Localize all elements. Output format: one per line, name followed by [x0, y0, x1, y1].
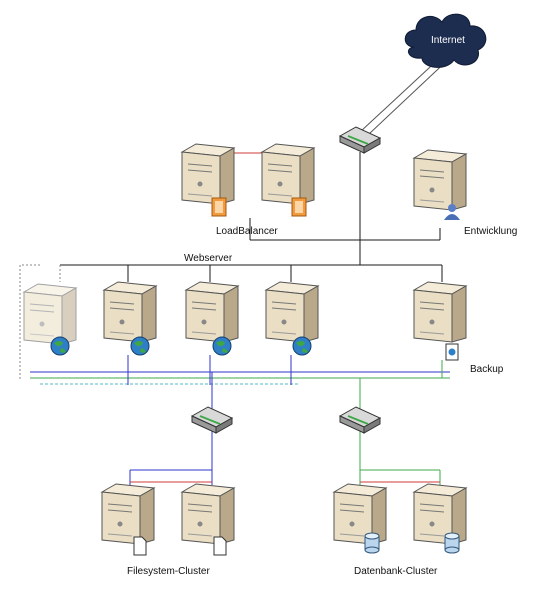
webserver-2-globe-icon — [212, 336, 232, 356]
filesystem-file-1-icon — [133, 536, 147, 556]
webserver-3-icon — [264, 281, 320, 343]
loadbalancer-server-1-icon — [180, 143, 236, 205]
filesystem-file-2-icon — [213, 536, 227, 556]
network-links — [19, 54, 453, 485]
database-server-1-icon — [332, 483, 388, 545]
inactive-webserver-globe-icon — [50, 336, 70, 356]
entwicklung-server-icon — [412, 149, 468, 211]
filesystem-server-2-icon — [180, 483, 236, 545]
filesystem-server-1-icon — [100, 483, 156, 545]
loadbalancer-label: LoadBalancer — [216, 226, 278, 237]
webserver-1-icon — [102, 281, 158, 343]
inactive-server-dotted-loop — [19, 264, 40, 380]
backup-label: Backup — [470, 364, 504, 375]
webserver-1-globe-icon — [130, 336, 150, 356]
filesystem-cluster-label: Filesystem-Cluster — [127, 566, 210, 577]
loadbalancer-server-2-icon — [260, 143, 316, 205]
database-network-switch-icon — [338, 406, 382, 434]
database-cylinder-2-icon — [444, 532, 460, 554]
inactive-webserver-icon — [22, 283, 78, 345]
loadbalancer-badge-2-icon — [291, 197, 307, 217]
webserver-label: Webserver — [184, 253, 233, 264]
webserver-2-icon — [184, 281, 240, 343]
uplink-line-2 — [368, 55, 453, 135]
loadbalancer-badge-1-icon — [211, 197, 227, 217]
backup-server-icon — [412, 281, 468, 343]
top-network-switch-icon — [338, 126, 382, 154]
filesystem-network-switch-icon — [190, 406, 234, 434]
entwicklung-label: Entwicklung — [464, 226, 518, 237]
uplink-line-1 — [359, 54, 444, 133]
backup-badge-icon — [445, 343, 459, 361]
cloud-icon — [404, 13, 487, 68]
network-nodes — [22, 13, 487, 556]
webserver-3-globe-icon — [292, 336, 312, 356]
database-cylinder-1-icon — [364, 532, 380, 554]
datenbank-cluster-label: Datenbank-Cluster — [354, 566, 438, 577]
entwicklung-user-icon — [444, 204, 460, 220]
internet-label: Internet — [431, 35, 465, 46]
